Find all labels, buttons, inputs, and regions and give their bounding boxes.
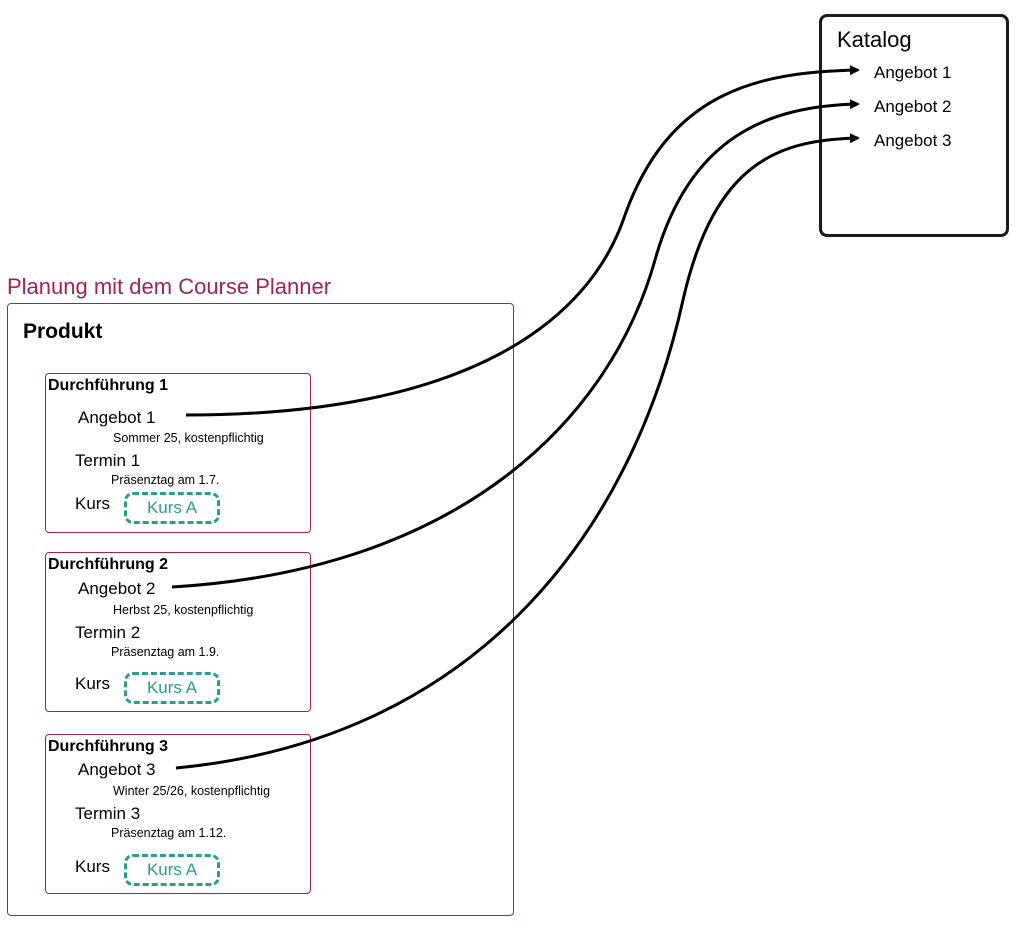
run-offer-detail-2: Herbst 25, kostenpflichtig [113, 603, 254, 617]
course-pill-text-2: Kurs A [146, 678, 198, 697]
run-course-label-1: Kurs [75, 494, 110, 513]
run-offer-label-3: Angebot 3 [78, 760, 156, 779]
run-date-label-3: Termin 3 [75, 804, 141, 823]
run-date-detail-2: Präsenztag am 1.9. [111, 645, 220, 659]
course-pill-text-3: Kurs A [146, 860, 198, 879]
planner-title: Planung mit dem Course Planner [7, 274, 332, 299]
catalog-item-offer-1: Angebot 1 [874, 63, 952, 82]
catalog-item-offer-2: Angebot 2 [874, 97, 952, 116]
run-offer-detail-3: Winter 25/26, kostenpflichtig [113, 784, 271, 798]
course-pill-text-1: Kurs A [146, 498, 198, 517]
run-offer-label-2: Angebot 2 [78, 579, 156, 598]
course-pill-1[interactable]: Kurs A [124, 492, 220, 524]
run-date-label-1: Termin 1 [75, 451, 141, 470]
run-date-detail-3: Präsenztag am 1.12. [111, 826, 227, 840]
run-title-3: Durchführung 3 [48, 738, 168, 755]
run-title-1: Durchführung 1 [48, 377, 168, 394]
run-date-detail-1: Präsenztag am 1.7. [111, 473, 220, 487]
product-title: Produkt [23, 320, 103, 343]
run-date-label-2: Termin 2 [75, 623, 141, 642]
course-pill-2[interactable]: Kurs A [124, 672, 220, 704]
course-pill-3[interactable]: Kurs A [124, 854, 220, 886]
run-course-label-3: Kurs [75, 857, 110, 876]
run-title-2: Durchführung 2 [48, 556, 168, 573]
catalog-item-offer-3: Angebot 3 [874, 131, 952, 150]
run-offer-label-1: Angebot 1 [78, 408, 156, 427]
catalog-title: Katalog [837, 27, 912, 52]
run-course-label-2: Kurs [75, 674, 110, 693]
run-offer-detail-1: Sommer 25, kostenpflichtig [113, 431, 264, 445]
